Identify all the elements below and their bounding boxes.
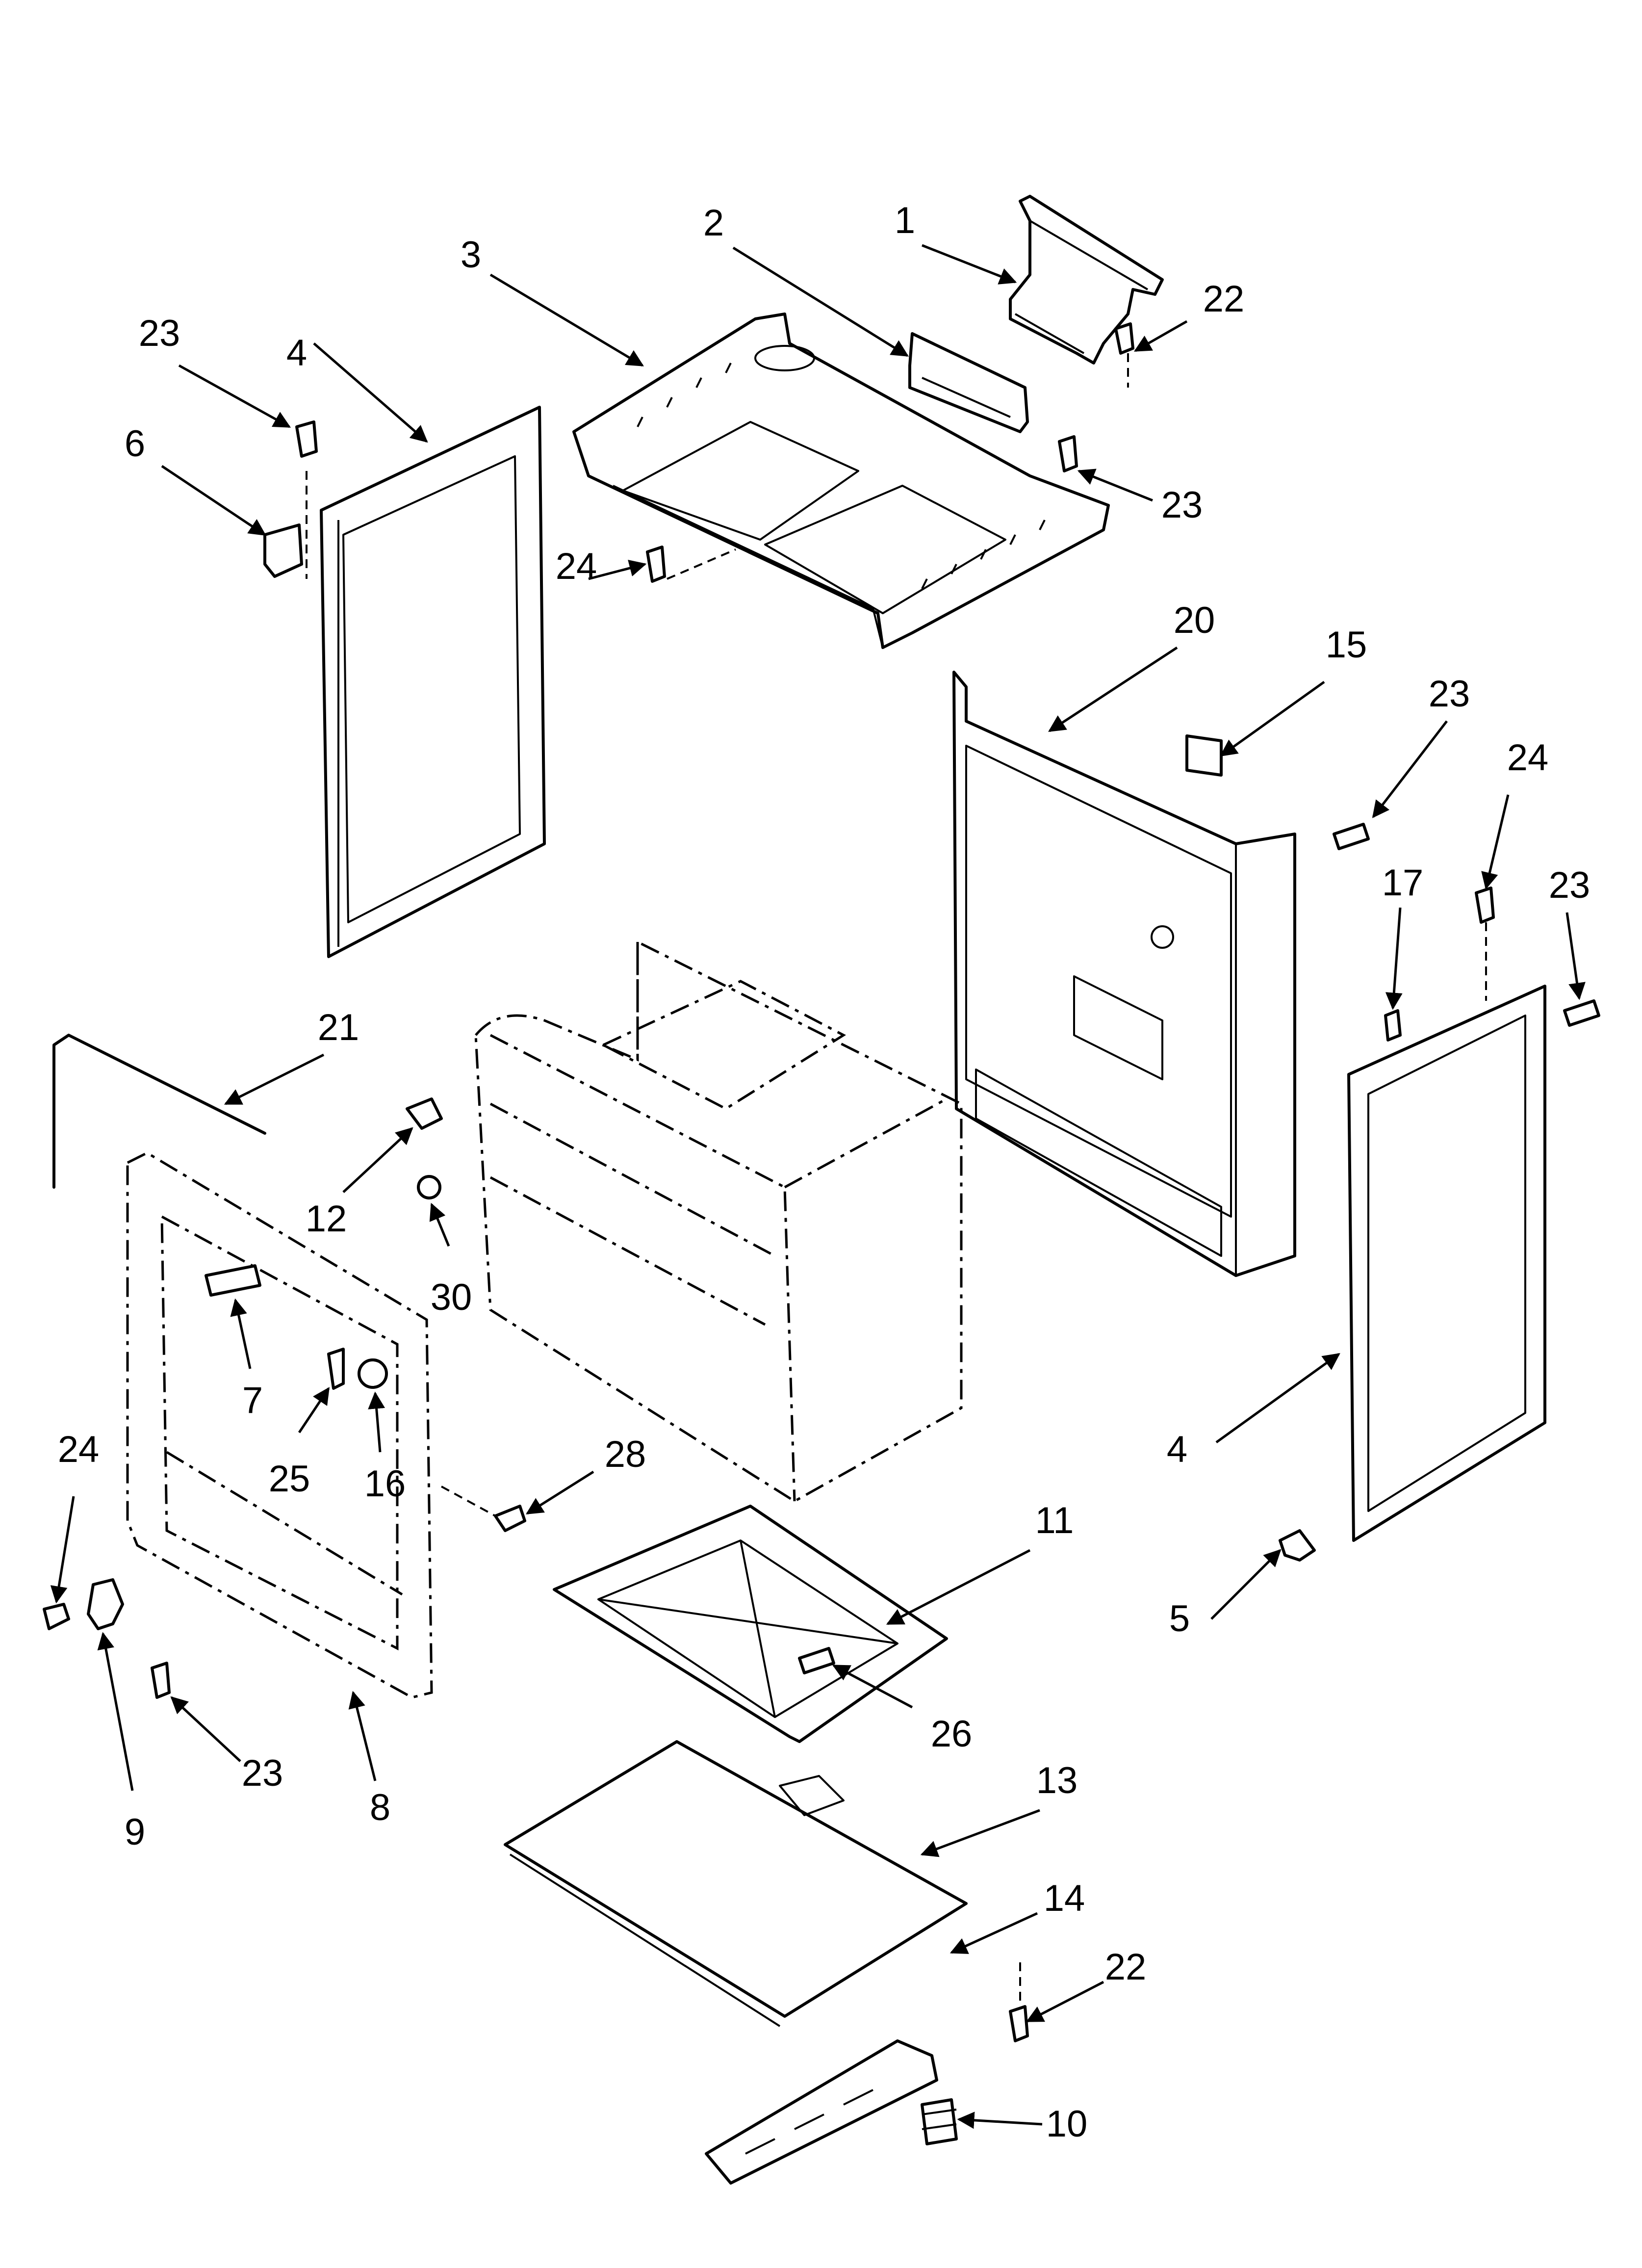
part-21-gasket <box>52 1034 266 1189</box>
callout-30: 30 <box>431 1277 472 1318</box>
callout-5: 5 <box>1169 1598 1190 1640</box>
part-8-front-frame <box>126 1151 433 1699</box>
part-15-bracket <box>1185 734 1223 777</box>
part-14-rail <box>705 2039 938 2185</box>
callout-11: 11 <box>1035 1500 1074 1541</box>
callout-10: 10 <box>1046 2103 1088 2145</box>
part-22-screw-bottom <box>1009 1962 1029 2042</box>
part-25-screw <box>327 1348 345 1390</box>
part-12-clip <box>406 1097 443 1130</box>
part-23-screw-top-left <box>295 420 318 458</box>
part-9-leveler <box>87 1578 124 1630</box>
part-24-screw-left <box>43 1603 70 1630</box>
callout-22: 22 <box>1105 1946 1147 1988</box>
callout-22: 22 <box>1203 278 1245 320</box>
part-1-bracket <box>1009 195 1164 365</box>
callout-4: 4 <box>1167 1429 1187 1470</box>
callout-6: 6 <box>125 423 145 465</box>
callout-14: 14 <box>1044 1877 1085 1919</box>
part-10-leveler <box>921 2098 958 2145</box>
part-17-screw <box>1384 1009 1402 1042</box>
callout-17: 17 <box>1382 862 1424 904</box>
callout-2: 2 <box>703 202 724 244</box>
callout-15: 15 <box>1326 624 1367 666</box>
callout-labels: 1 2 3 22 23 4 6 23 24 20 15 23 24 17 23 … <box>58 200 1591 2145</box>
callout-25: 25 <box>269 1458 310 1500</box>
part-5-clip <box>1279 1529 1316 1562</box>
callout-24: 24 <box>556 546 597 587</box>
part-2-bracket <box>908 332 1029 433</box>
part-22-screw-top <box>1114 322 1134 388</box>
callout-23: 23 <box>1429 673 1470 715</box>
callout-23: 23 <box>1549 864 1591 906</box>
callout-24: 24 <box>58 1429 100 1470</box>
callout-4: 4 <box>286 332 307 374</box>
callout-16: 16 <box>364 1463 406 1505</box>
oven-cavity <box>474 939 963 1503</box>
callout-9: 9 <box>125 1811 145 1853</box>
callout-1: 1 <box>895 200 915 241</box>
part-23-screw-rear <box>1333 823 1370 850</box>
part-30-plug <box>417 1175 441 1199</box>
part-26-screw <box>798 1647 835 1674</box>
callout-26: 26 <box>931 1713 973 1755</box>
part-23-screw-bottom-left <box>151 1662 171 1699</box>
part-28-screw <box>441 1486 526 1532</box>
callout-23: 23 <box>242 1752 283 1794</box>
part-3-top-frame <box>572 313 1110 649</box>
callout-8: 8 <box>370 1787 390 1828</box>
callout-21: 21 <box>318 1007 359 1048</box>
part-11-pan <box>553 1505 948 1743</box>
callout-23: 23 <box>139 313 180 354</box>
callout-3: 3 <box>461 234 481 276</box>
part-4-left-side-panel <box>320 406 546 958</box>
callout-24: 24 <box>1507 737 1549 779</box>
part-24-screw-right <box>1475 886 1495 1001</box>
part-23-screw-top-mid <box>1058 435 1078 472</box>
part-6-clip <box>263 471 308 579</box>
callout-28: 28 <box>605 1434 646 1475</box>
callout-13: 13 <box>1036 1760 1078 1801</box>
callout-7: 7 <box>242 1380 263 1421</box>
callout-20: 20 <box>1174 600 1215 641</box>
part-4-right-side-panel <box>1347 985 1546 1542</box>
callout-12: 12 <box>306 1198 347 1240</box>
part-24-screw-top-mid <box>646 546 736 583</box>
callout-23: 23 <box>1161 484 1203 526</box>
part-16-plug <box>358 1358 388 1389</box>
part-13-bottom-panel <box>504 1740 968 2027</box>
leader-lines <box>50 244 1586 2129</box>
part-20-rear-panel <box>952 671 1296 1277</box>
part-7-badge <box>205 1264 261 1297</box>
part-23-screw-right <box>1563 999 1600 1027</box>
